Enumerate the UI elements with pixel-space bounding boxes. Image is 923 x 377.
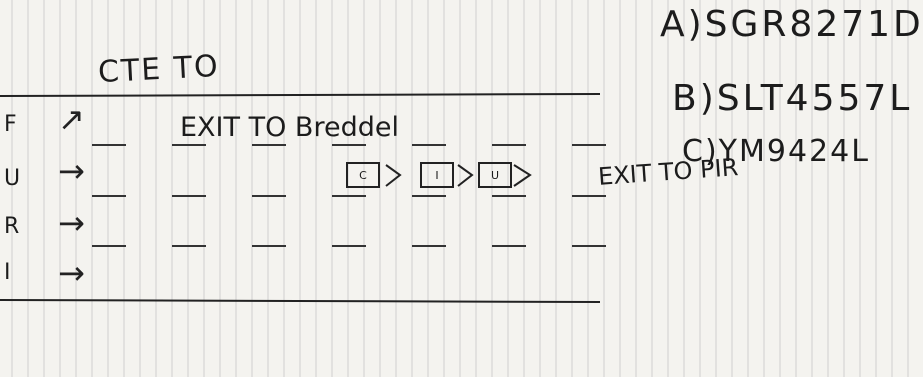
code-a: A)SGR8271D: [660, 4, 923, 45]
lane-label-i: I: [4, 260, 11, 285]
lane-label-f: F: [4, 112, 17, 137]
page-title: CTE TO: [97, 49, 220, 90]
lane-arrow-right-icon: →: [58, 204, 85, 242]
chain-box-u: U: [478, 162, 512, 188]
top-rule-line: [0, 94, 600, 96]
code-b: B)SLT4557L: [672, 78, 912, 119]
lane-label-r: R: [4, 214, 19, 239]
bottom-rule-line: [0, 300, 600, 302]
lane-arrow-right-icon: →: [58, 152, 85, 190]
code-c: C)YM9424L: [682, 134, 870, 169]
lane-label-u: U: [4, 166, 20, 191]
lane-arrow-right-icon: →: [58, 254, 85, 292]
chain-box-c: C: [346, 162, 380, 188]
lane-arrow-up-right-icon: ↗: [58, 100, 85, 138]
lane-dashes: [92, 145, 606, 246]
chain-box-i: I: [420, 162, 454, 188]
exit-label-left: EXIT TO Breddel: [180, 112, 399, 143]
